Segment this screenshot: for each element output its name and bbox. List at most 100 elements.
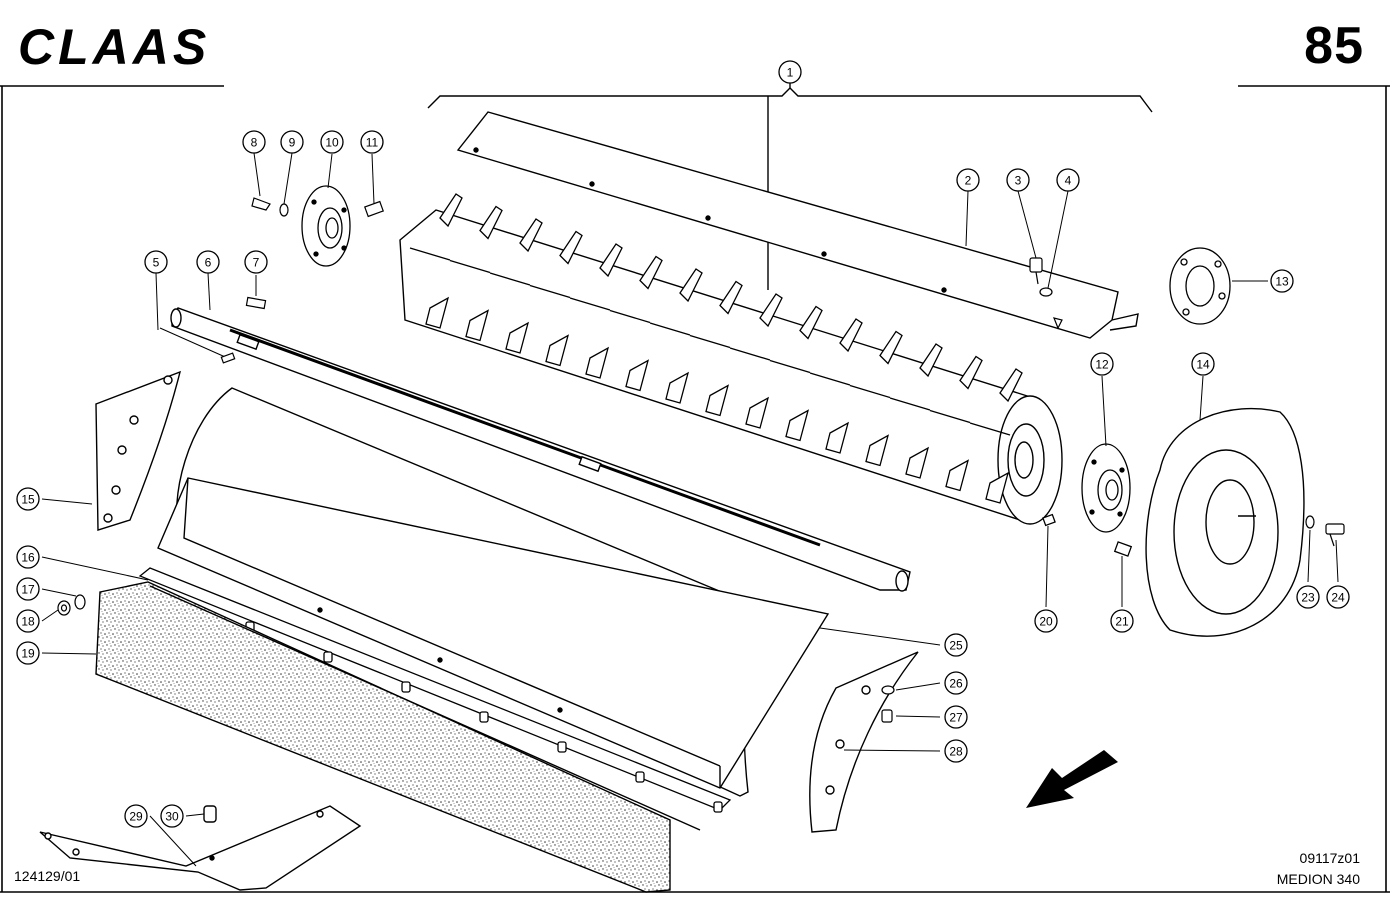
rotor-fin-bottom (425, 296, 450, 329)
page-number: 85 (1304, 17, 1364, 75)
callout-label-11: 11 (366, 136, 379, 150)
callout-circle-20 (1034, 609, 1058, 633)
rotor-fin-top (999, 368, 1023, 403)
callout-circle-28 (944, 739, 968, 763)
callout-label-30: 30 (165, 810, 179, 824)
washer-nut-17-18 (57, 594, 86, 616)
rotor-fin-top (959, 355, 983, 390)
leader-lines (41, 152, 1339, 867)
main-shaft (159, 307, 911, 592)
callout-circle-4 (1056, 168, 1080, 192)
rotor-rib (569, 297, 611, 311)
callout-circle-1 (778, 60, 802, 84)
bolt-washer-3-4 (1029, 257, 1063, 330)
callout-label-3: 3 (1015, 174, 1022, 188)
direction-arrow (1026, 750, 1118, 808)
callout-circle-8 (242, 130, 266, 154)
callout-circle-7 (244, 250, 268, 274)
callout-circle-12 (1090, 352, 1114, 376)
callout-circle-11 (360, 130, 384, 154)
callout-label-25: 25 (949, 639, 963, 653)
callout-label-18: 18 (21, 615, 35, 629)
small-fasteners-8-9-11 (251, 197, 384, 218)
callout-label-23: 23 (1301, 591, 1315, 605)
callout-circle-19 (16, 641, 40, 665)
callout-label-29: 29 (129, 810, 143, 824)
callout-circle-3 (1006, 168, 1030, 192)
rotor-fin-top (559, 230, 583, 265)
rotor-fin-bottom (985, 471, 1010, 504)
callout-label-19: 19 (21, 647, 35, 661)
strip-stud (713, 801, 723, 813)
callout-circle-15 (16, 487, 40, 511)
rotor-fin-bottom (745, 396, 770, 429)
claas-logo: CLAAS (18, 20, 210, 70)
side-cover-14 (1145, 408, 1305, 637)
rotor-paddles (409, 193, 1023, 504)
feather-key (220, 296, 267, 364)
callout-circle-13 (1270, 269, 1294, 293)
callout-label-6: 6 (205, 256, 212, 270)
rotor-fin-bottom (705, 384, 730, 417)
figure-code: 09117z01 (1299, 850, 1360, 866)
callout-circle-17 (16, 577, 40, 601)
rotor-fin-bottom (785, 409, 810, 442)
callout-label-8: 8 (251, 136, 258, 150)
strip-stud (323, 651, 333, 663)
rotor-fin-top (879, 330, 903, 365)
model-name: MEDION 340 (1276, 871, 1360, 887)
callout-circle-24 (1326, 585, 1350, 609)
rotor-fin-bottom (585, 346, 610, 379)
callout-label-13: 13 (1275, 275, 1289, 289)
rotor-rib (489, 272, 531, 286)
callout-label-24: 24 (1331, 591, 1345, 605)
callout-circle-21 (1110, 609, 1134, 633)
rotor-rib (609, 309, 651, 324)
rotor-fin-top (599, 243, 623, 278)
trough-25 (157, 387, 830, 797)
callout-circle-29 (124, 804, 148, 828)
rotor-rib (409, 247, 451, 261)
callout-label-14: 14 (1196, 358, 1210, 372)
brand-logo-text: CLAAS (18, 20, 210, 70)
rotor-rib (529, 284, 571, 299)
callout-circle-10 (320, 130, 344, 154)
callout-label-9: 9 (289, 136, 296, 150)
drawing-code: 124129/01 (14, 868, 81, 884)
strip-stud (635, 771, 645, 783)
callout-circle-2 (956, 168, 980, 192)
callout-label-27: 27 (949, 711, 963, 725)
callout-circle-14 (1191, 352, 1215, 376)
rotor-fin-bottom (905, 446, 930, 479)
flange-bearing-12 (1042, 443, 1133, 557)
callout-label-4: 4 (1065, 174, 1072, 188)
rotor-fin-top (719, 280, 743, 315)
callout-label-17: 17 (21, 583, 35, 597)
rotor-fin-bottom (825, 421, 850, 454)
callout-circle-5 (144, 250, 168, 274)
strip-stud (479, 711, 489, 723)
callout-circle-30 (160, 804, 184, 828)
rotor-fin-top (839, 318, 863, 353)
callout-label-28: 28 (949, 745, 963, 759)
callout-circle-26 (944, 671, 968, 695)
rotor-fin-top (479, 205, 503, 240)
rotor-fin-bottom (465, 309, 490, 342)
rotor-drum (399, 209, 1063, 525)
callout-circle-6 (196, 250, 220, 274)
rotor-fin-top (759, 293, 783, 328)
callout-circle-23 (1296, 585, 1320, 609)
rotor-fin-top (799, 305, 823, 340)
bracket-29 (39, 805, 362, 891)
callout-circle-16 (16, 545, 40, 569)
frame (0, 85, 1390, 893)
rotor-rib (649, 322, 691, 336)
callout-circle-18 (16, 609, 40, 633)
callout-label-26: 26 (949, 677, 963, 691)
rotor-fin-bottom (545, 334, 570, 367)
rotor-rib (689, 334, 731, 349)
callout-label-1: 1 (787, 66, 794, 80)
rotor-rib (969, 422, 1011, 436)
